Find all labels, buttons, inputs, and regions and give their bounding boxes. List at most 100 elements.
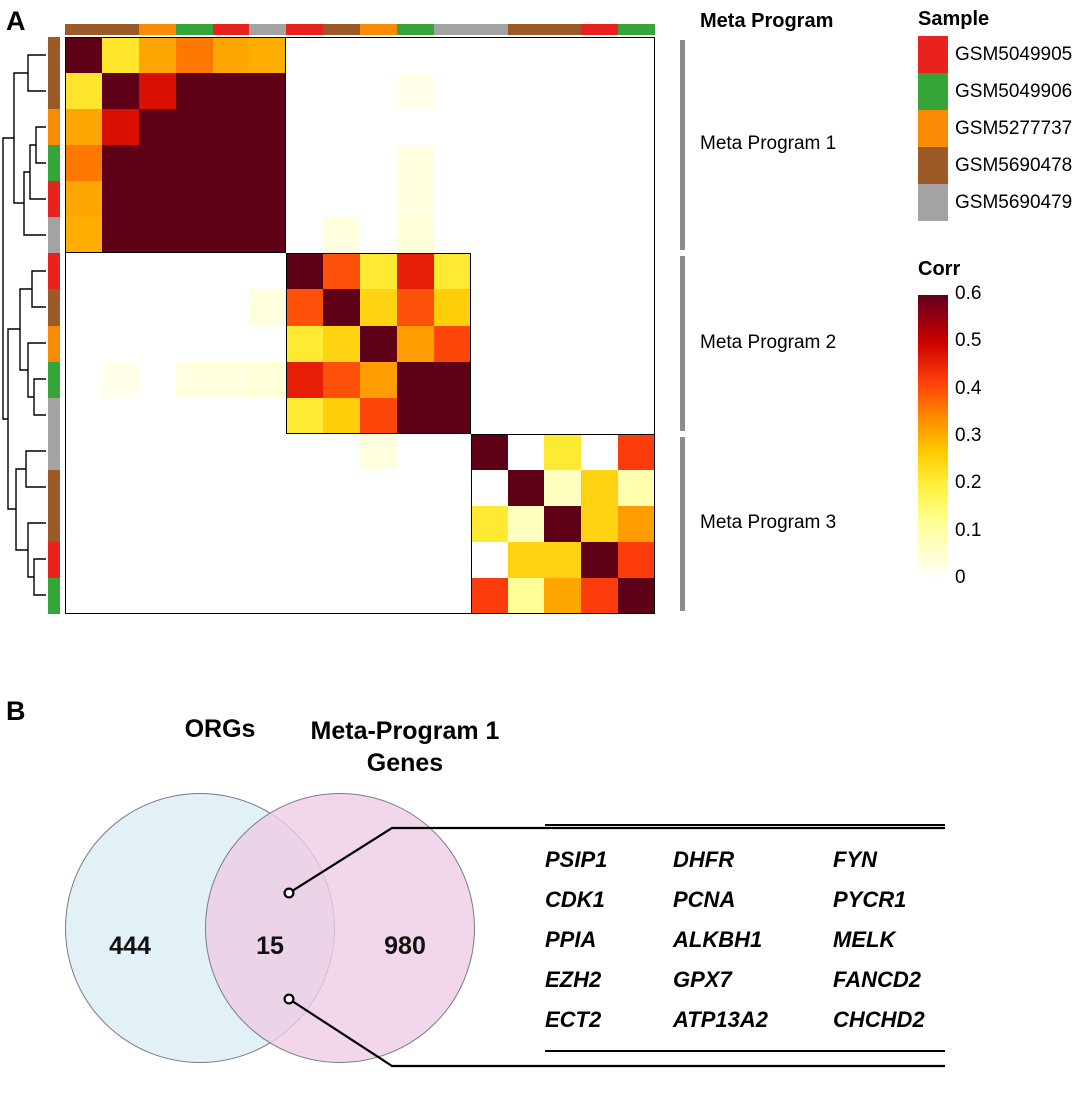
heatmap-cell: [323, 361, 360, 398]
heatmap-cell: [581, 397, 619, 434]
heatmap-cell: [212, 145, 250, 182]
meta-program-bracket: [680, 256, 685, 431]
column-annotation-cell: [138, 24, 176, 35]
gene-name: PPIA: [545, 927, 597, 952]
row-annotation-cell: [48, 325, 60, 362]
venn-right-title-line2: Genes: [366, 749, 444, 777]
heatmap-cell: [249, 397, 287, 434]
heatmap-cell: [286, 325, 324, 362]
heatmap-cell: [138, 217, 176, 254]
heatmap-cell: [323, 397, 360, 434]
heatmap-cell: [249, 217, 287, 254]
corr-tick-label: 0.4: [955, 377, 982, 399]
sample-legend-swatch: [918, 184, 948, 221]
heatmap-cell: [249, 577, 287, 614]
heatmap-cell: [175, 217, 213, 254]
meta-program-label: Meta Program 3: [700, 511, 837, 533]
heatmap-cell: [507, 541, 545, 578]
heatmap-cell: [433, 217, 471, 254]
heatmap-cell: [138, 433, 176, 470]
heatmap-cell: [65, 217, 102, 254]
heatmap-cell: [138, 505, 176, 542]
venn-circle-metaprogram1[interactable]: [205, 793, 475, 1063]
heatmap-cell: [360, 577, 397, 614]
heatmap-cell: [433, 253, 471, 290]
heatmap-cell: [618, 505, 655, 542]
heatmap-cell: [323, 253, 360, 290]
gene-name: FANCD2: [833, 967, 922, 992]
heatmap-cell: [175, 469, 213, 506]
heatmap-cell: [618, 289, 655, 326]
heatmap-cell: [249, 109, 287, 146]
correlation-heatmap[interactable]: [65, 37, 655, 614]
meta-program-label: Meta Program 2: [700, 331, 837, 353]
column-annotation-cell: [175, 24, 213, 35]
heatmap-cell: [65, 469, 102, 506]
gene-name: CHCHD2: [833, 1007, 925, 1032]
heatmap-cell: [618, 433, 655, 470]
heatmap-cell: [323, 577, 360, 614]
heatmap-cell: [618, 181, 655, 218]
row-annotation-cell: [48, 289, 60, 326]
row-annotation-cell: [48, 505, 60, 542]
heatmap-cell: [101, 325, 139, 362]
heatmap-cell: [65, 505, 102, 542]
heatmap-cell: [544, 433, 582, 470]
heatmap-cell: [360, 145, 397, 182]
heatmap-cell: [286, 73, 324, 110]
row-dendrogram: [2, 54, 46, 596]
heatmap-cell: [618, 73, 655, 110]
heatmap-cell: [323, 505, 360, 542]
heatmap-cell: [470, 541, 508, 578]
corr-tick-label: 0.3: [955, 425, 982, 446]
heatmap-cell: [581, 577, 619, 614]
row-annotation-cell: [48, 361, 60, 398]
heatmap-cell: [618, 253, 655, 290]
heatmap-cell: [618, 109, 655, 146]
gene-name: PCNA: [673, 887, 736, 912]
gene-name: MELK: [833, 927, 896, 952]
heatmap-cell: [65, 73, 102, 110]
heatmap-cell: [101, 217, 139, 254]
heatmap-cell: [396, 505, 434, 542]
heatmap-cell: [323, 469, 360, 506]
heatmap-cell: [286, 181, 324, 218]
heatmap-cell: [581, 109, 619, 146]
heatmap-cell: [286, 505, 324, 542]
heatmap-cell: [618, 325, 655, 362]
heatmap-cell: [396, 73, 434, 110]
heatmap-cell: [544, 109, 582, 146]
heatmap-cell: [470, 577, 508, 614]
heatmap-cell: [212, 217, 250, 254]
gene-name: ALKBH1: [673, 927, 763, 952]
heatmap-cell: [249, 37, 287, 74]
row-annotation-cell: [48, 73, 60, 110]
heatmap-cell: [581, 361, 619, 398]
heatmap-cell: [544, 325, 582, 362]
heatmap-cell: [286, 37, 324, 74]
heatmap-cell: [286, 253, 324, 290]
heatmap-cell: [286, 289, 324, 326]
heatmap-cell: [360, 109, 397, 146]
heatmap-cell: [212, 577, 250, 614]
column-annotation-cell: [249, 24, 287, 35]
heatmap-cell: [396, 109, 434, 146]
heatmap-cell: [507, 73, 545, 110]
heatmap-cell: [101, 181, 139, 218]
heatmap-cell: [65, 253, 102, 290]
row-annotation-cell: [48, 541, 60, 578]
heatmap-cell: [360, 253, 397, 290]
heatmap-cell: [249, 469, 287, 506]
heatmap-cell: [581, 181, 619, 218]
heatmap-cell: [175, 145, 213, 182]
heatmap-cell: [212, 289, 250, 326]
heatmap-cell: [507, 433, 545, 470]
heatmap-cell: [470, 361, 508, 398]
heatmap-cell: [286, 577, 324, 614]
gene-name: CDK1: [545, 887, 605, 912]
heatmap-cell: [249, 253, 287, 290]
corr-colorbar: [918, 295, 948, 579]
heatmap-cell: [396, 289, 434, 326]
